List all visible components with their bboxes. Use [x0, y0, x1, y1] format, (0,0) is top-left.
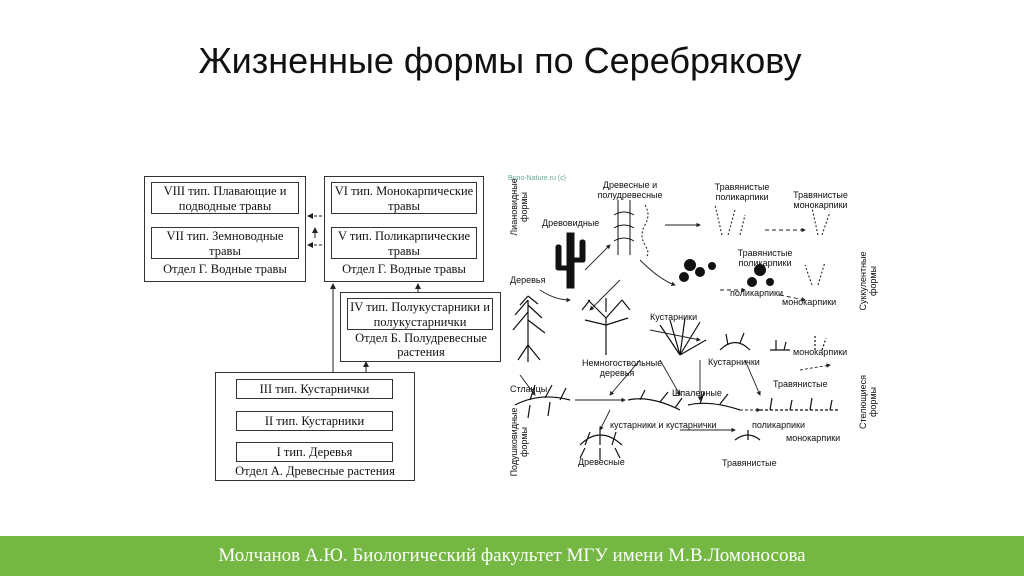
- label-monocarp-mid: монокарпики: [782, 297, 836, 307]
- footer-bar: Молчанов А.Ю. Биологический факультет МГ…: [0, 536, 1024, 576]
- label-polycarp-low: поликарпики: [752, 420, 805, 430]
- label-woody-semiwoody: Древесные и полудревесные: [595, 180, 665, 200]
- group-v-box: VI тип. Монокарпические травы V тип. Пол…: [324, 176, 484, 282]
- footer-text: Молчанов А.Ю. Биологический факультет МГ…: [0, 545, 1024, 567]
- label-woody-low: Древесные: [578, 457, 625, 467]
- label-succulent: Суккулентные формы: [858, 246, 878, 316]
- label-monocarp-right: монокарпики: [793, 347, 847, 357]
- type5-box: V тип. Поликарпические травы: [331, 227, 477, 259]
- type6-box: VI тип. Монокарпические травы: [331, 182, 477, 214]
- type4-box: IV тип. Полукустарники и полукустарнички: [347, 298, 493, 330]
- herbaceous-dotted-icon: [715, 205, 830, 285]
- label-espalier: Шпалерные: [672, 388, 722, 398]
- label-herb-monocarp-top: Травянистые монокарпики: [788, 190, 853, 210]
- shrub-icon: [660, 318, 706, 355]
- label-lianas: Лиановидные формы: [509, 172, 529, 242]
- label-tree-like: Древовидные: [542, 218, 599, 228]
- label-shrubs: Кустарники: [650, 312, 697, 322]
- liana-icon: [614, 200, 648, 257]
- label-creeping: Стелющиеся формы: [858, 372, 878, 432]
- label-elfin: Стланцы: [510, 384, 547, 394]
- type1-box: I тип. Деревья: [236, 442, 393, 462]
- label-cushion: Подушковидные формы: [509, 406, 529, 478]
- label-herb-polycarp-mid: Травянистые поликарпики: [730, 248, 800, 268]
- type2-box: II тип. Кустарники: [236, 411, 393, 431]
- tree-icon: [513, 296, 545, 362]
- cushion-icon: [580, 428, 760, 460]
- few-stem-tree-icon: [582, 298, 630, 355]
- label-shrub-and-shrublet: кустарники и кустарнички: [610, 420, 717, 430]
- label-herbaceous-mid: Травянистые: [773, 379, 828, 389]
- group-a-caption: Отдел А. Древесные растения: [216, 464, 414, 479]
- type7-box: VII тип. Земноводные травы: [151, 227, 299, 259]
- group-g-caption: Отдел Г. Водные травы: [145, 262, 305, 277]
- label-polycarp: поликарпики: [730, 288, 783, 298]
- group-a-box: III тип. Кустарнички II тип. Кустарники …: [215, 372, 415, 481]
- type8-box: VIII тип. Плавающие и подводные травы: [151, 182, 299, 214]
- label-shrublets: Кустарнички: [708, 357, 760, 367]
- group-b-box: IV тип. Полукустарники и полукустарнички…: [340, 292, 501, 362]
- group-b-caption: Отдел Б. Полудревесные растения: [351, 331, 491, 359]
- tree-like-plant-icon: [556, 233, 585, 288]
- label-herb-polycarp-top: Травянистые поликарпики: [712, 182, 772, 202]
- label-few-stem: Немногоствольные деревья: [582, 358, 652, 378]
- label-herbaceous-low: Травянистые: [722, 458, 777, 468]
- group-g-box: VIII тип. Плавающие и подводные травы VI…: [144, 176, 306, 282]
- label-trees: Деревья: [510, 275, 545, 285]
- type3-box: III тип. Кустарнички: [236, 379, 393, 399]
- label-monocarp-low: монокарпики: [786, 433, 840, 443]
- page-title: Жизненные формы по Серебрякову: [0, 40, 1000, 82]
- group-v-caption: Отдел Г. Водные травы: [325, 262, 483, 277]
